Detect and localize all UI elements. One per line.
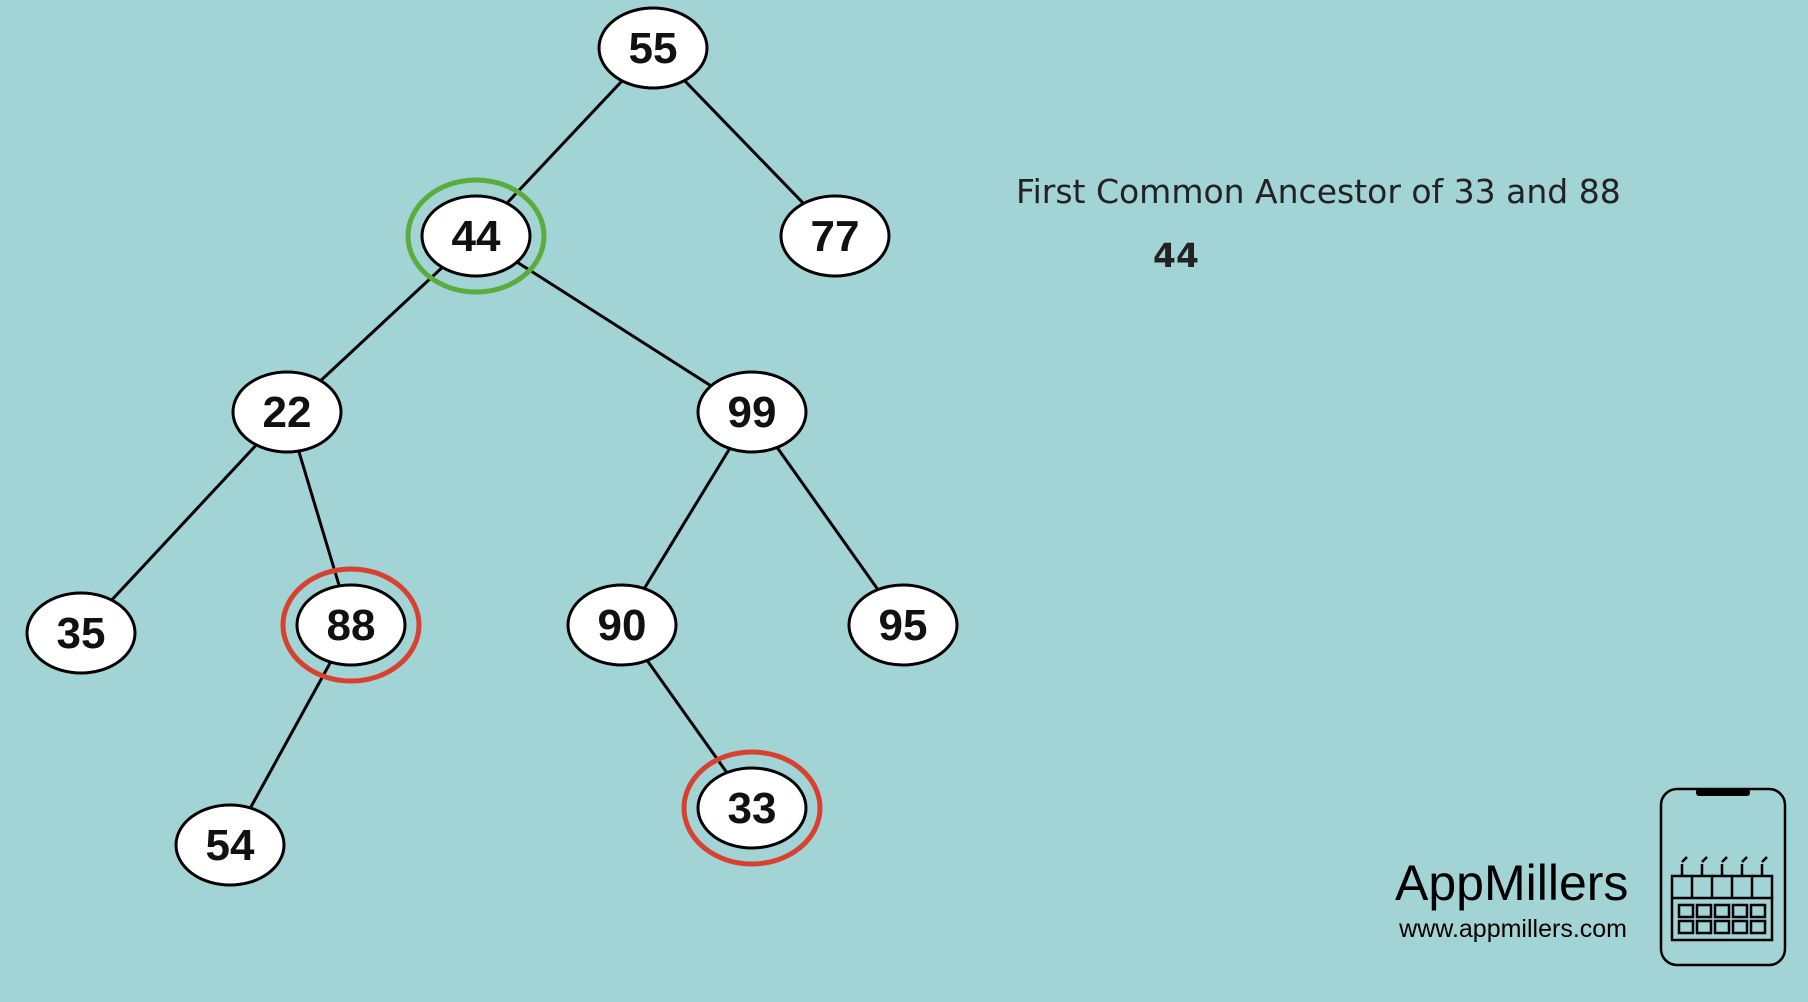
node-ellipse	[231, 370, 343, 454]
node-ellipse	[847, 583, 959, 667]
node-label: 99	[728, 388, 777, 437]
node-label: 22	[263, 388, 312, 437]
edge-n44-n99	[475, 234, 753, 414]
node-ellipse	[597, 6, 709, 90]
node-ellipse	[696, 370, 808, 454]
tree-node-95: 95	[847, 583, 959, 667]
node-ellipse	[174, 803, 286, 887]
factory-phone-icon	[1659, 787, 1787, 967]
caption-answer: 44	[1153, 236, 1199, 275]
tree-node-22: 22	[231, 370, 343, 454]
tree-node-77: 77	[779, 194, 891, 278]
target-highlight-ring	[280, 566, 422, 684]
node-label: 90	[598, 601, 647, 650]
node-label: 88	[327, 601, 376, 650]
node-label: 54	[206, 821, 255, 870]
node-label: 77	[811, 212, 860, 261]
edge-n22-n35	[79, 410, 289, 635]
tree-node-90: 90	[566, 583, 678, 667]
target-highlight-ring	[681, 749, 823, 867]
tree-nodes: 55 44 77 22 99 35 88 90 95 54 33	[25, 6, 959, 887]
caption-title: First Common Ancestor of 33 and 88	[1016, 172, 1621, 211]
node-ellipse	[779, 194, 891, 278]
tree-node-99: 99	[696, 370, 808, 454]
brand-url: www.appmillers.com	[1399, 915, 1627, 943]
node-label: 33	[728, 784, 777, 833]
node-label: 35	[57, 609, 106, 658]
tree-node-55: 55	[597, 6, 709, 90]
tree-node-54: 54	[174, 803, 286, 887]
tree-node-44: 44	[405, 177, 547, 295]
tree-node-35: 35	[25, 591, 137, 675]
ancestor-highlight-ring	[405, 177, 547, 295]
brand-name: AppMillers	[1395, 855, 1629, 911]
node-label: 95	[879, 601, 928, 650]
node-label: 44	[452, 212, 501, 261]
node-ellipse	[566, 583, 678, 667]
node-ellipse	[25, 591, 137, 675]
node-label: 55	[629, 24, 678, 73]
tree-node-33: 33	[681, 749, 823, 867]
node-ellipse	[295, 583, 407, 667]
node-ellipse	[420, 194, 532, 278]
tree-node-88: 88	[280, 566, 422, 684]
node-ellipse	[696, 766, 808, 850]
